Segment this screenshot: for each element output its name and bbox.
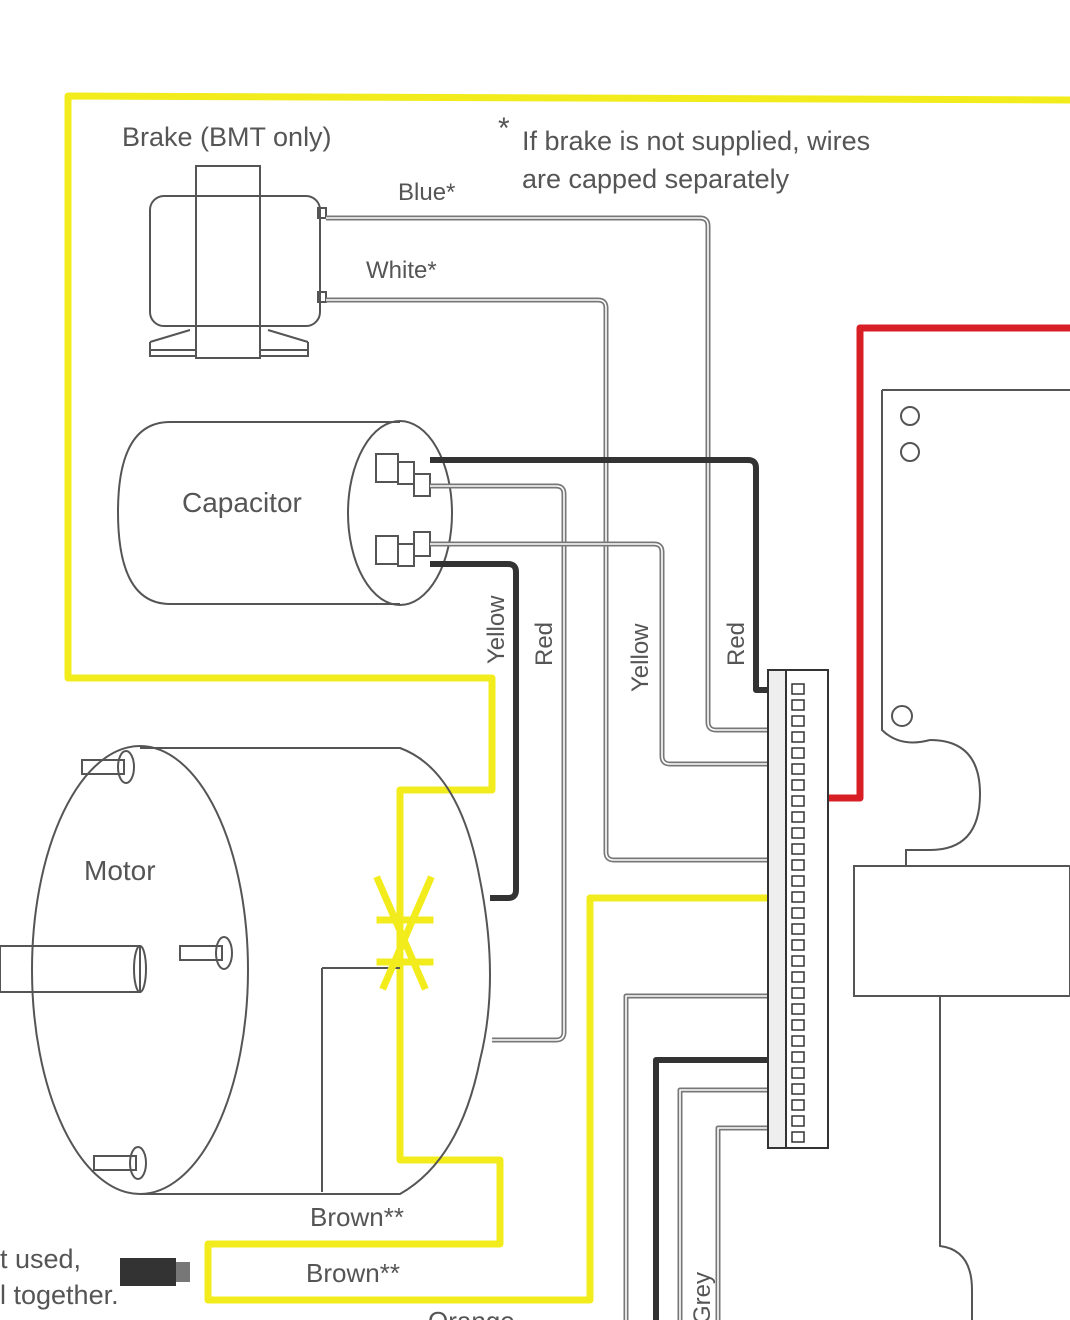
note-line-1: If brake is not supplied, wires <box>522 126 870 156</box>
red-wire-label-1: Red <box>531 622 558 666</box>
brake-wires <box>326 215 790 863</box>
terminal-pin <box>791 1099 805 1111</box>
capacitor-wires <box>430 457 790 1043</box>
capacitor-terminal-bottom <box>375 531 431 567</box>
capacitor-component <box>116 420 453 606</box>
terminal-pin <box>791 1035 805 1047</box>
yellow-wire-label-2: Yellow <box>627 623 654 692</box>
brown-connector <box>120 1258 190 1286</box>
motor-label: Motor <box>84 855 156 886</box>
terminal-pin <box>791 923 805 935</box>
brake-label: Brake (BMT only) <box>122 122 332 152</box>
capacitor-terminal-top <box>375 453 431 497</box>
motor-component <box>0 745 491 1195</box>
left-note-line-2: l together. <box>0 1280 119 1310</box>
terminal-pin <box>791 987 805 999</box>
left-note-line-1: t used, <box>0 1244 81 1274</box>
terminal-pin <box>791 747 805 759</box>
terminal-pin <box>791 827 805 839</box>
terminal-pin <box>791 859 805 871</box>
terminal-pin <box>791 907 805 919</box>
terminal-pin <box>791 1131 805 1143</box>
control-board <box>853 389 1070 1320</box>
terminal-pin <box>791 811 805 823</box>
yellow-cut-marks <box>373 875 435 991</box>
motor-bolt-top <box>81 750 135 784</box>
yellow-wire-label-1: Yellow <box>483 595 510 664</box>
brake-component <box>149 165 327 359</box>
motor-bolt-mid <box>179 936 233 970</box>
capacitor-label: Capacitor <box>182 487 302 518</box>
blue-wire-label: Blue* <box>398 179 455 206</box>
terminal-pin <box>791 971 805 983</box>
terminal-pin <box>791 779 805 791</box>
terminal-pin <box>791 891 805 903</box>
terminal-pin <box>791 763 805 775</box>
brown-wire-label-1: Brown** <box>310 1202 404 1232</box>
white-wire-label: White* <box>366 257 437 284</box>
red-wire-label-2: Red <box>723 622 750 666</box>
terminal-pin <box>791 955 805 967</box>
motor-bolt-bottom <box>93 1146 147 1180</box>
terminal-pin <box>791 683 805 695</box>
terminal-pin <box>791 731 805 743</box>
terminal-pin <box>791 875 805 887</box>
yellow-loop-wire <box>64 92 1070 1304</box>
grey-wire-label: Grey <box>689 1272 716 1320</box>
terminal-pin <box>791 715 805 727</box>
brown-wire-label-2: Brown** <box>306 1258 400 1288</box>
note-line-2: are capped separately <box>522 164 790 194</box>
terminal-pin <box>791 1019 805 1031</box>
note-star: * <box>498 112 510 145</box>
terminal-pin <box>791 939 805 951</box>
terminal-pin <box>791 1003 805 1015</box>
terminal-pin <box>791 699 805 711</box>
lower-wires <box>623 993 790 1320</box>
terminal-pin <box>791 1083 805 1095</box>
terminal-pin <box>791 1067 805 1079</box>
terminal-pin <box>791 843 805 855</box>
terminal-pin <box>791 1115 805 1127</box>
terminal-strip <box>767 669 829 1149</box>
orange-wire-label: Orange <box>428 1306 515 1320</box>
terminal-pin <box>791 1051 805 1063</box>
terminal-pin <box>791 795 805 807</box>
red-wire <box>790 324 1070 802</box>
